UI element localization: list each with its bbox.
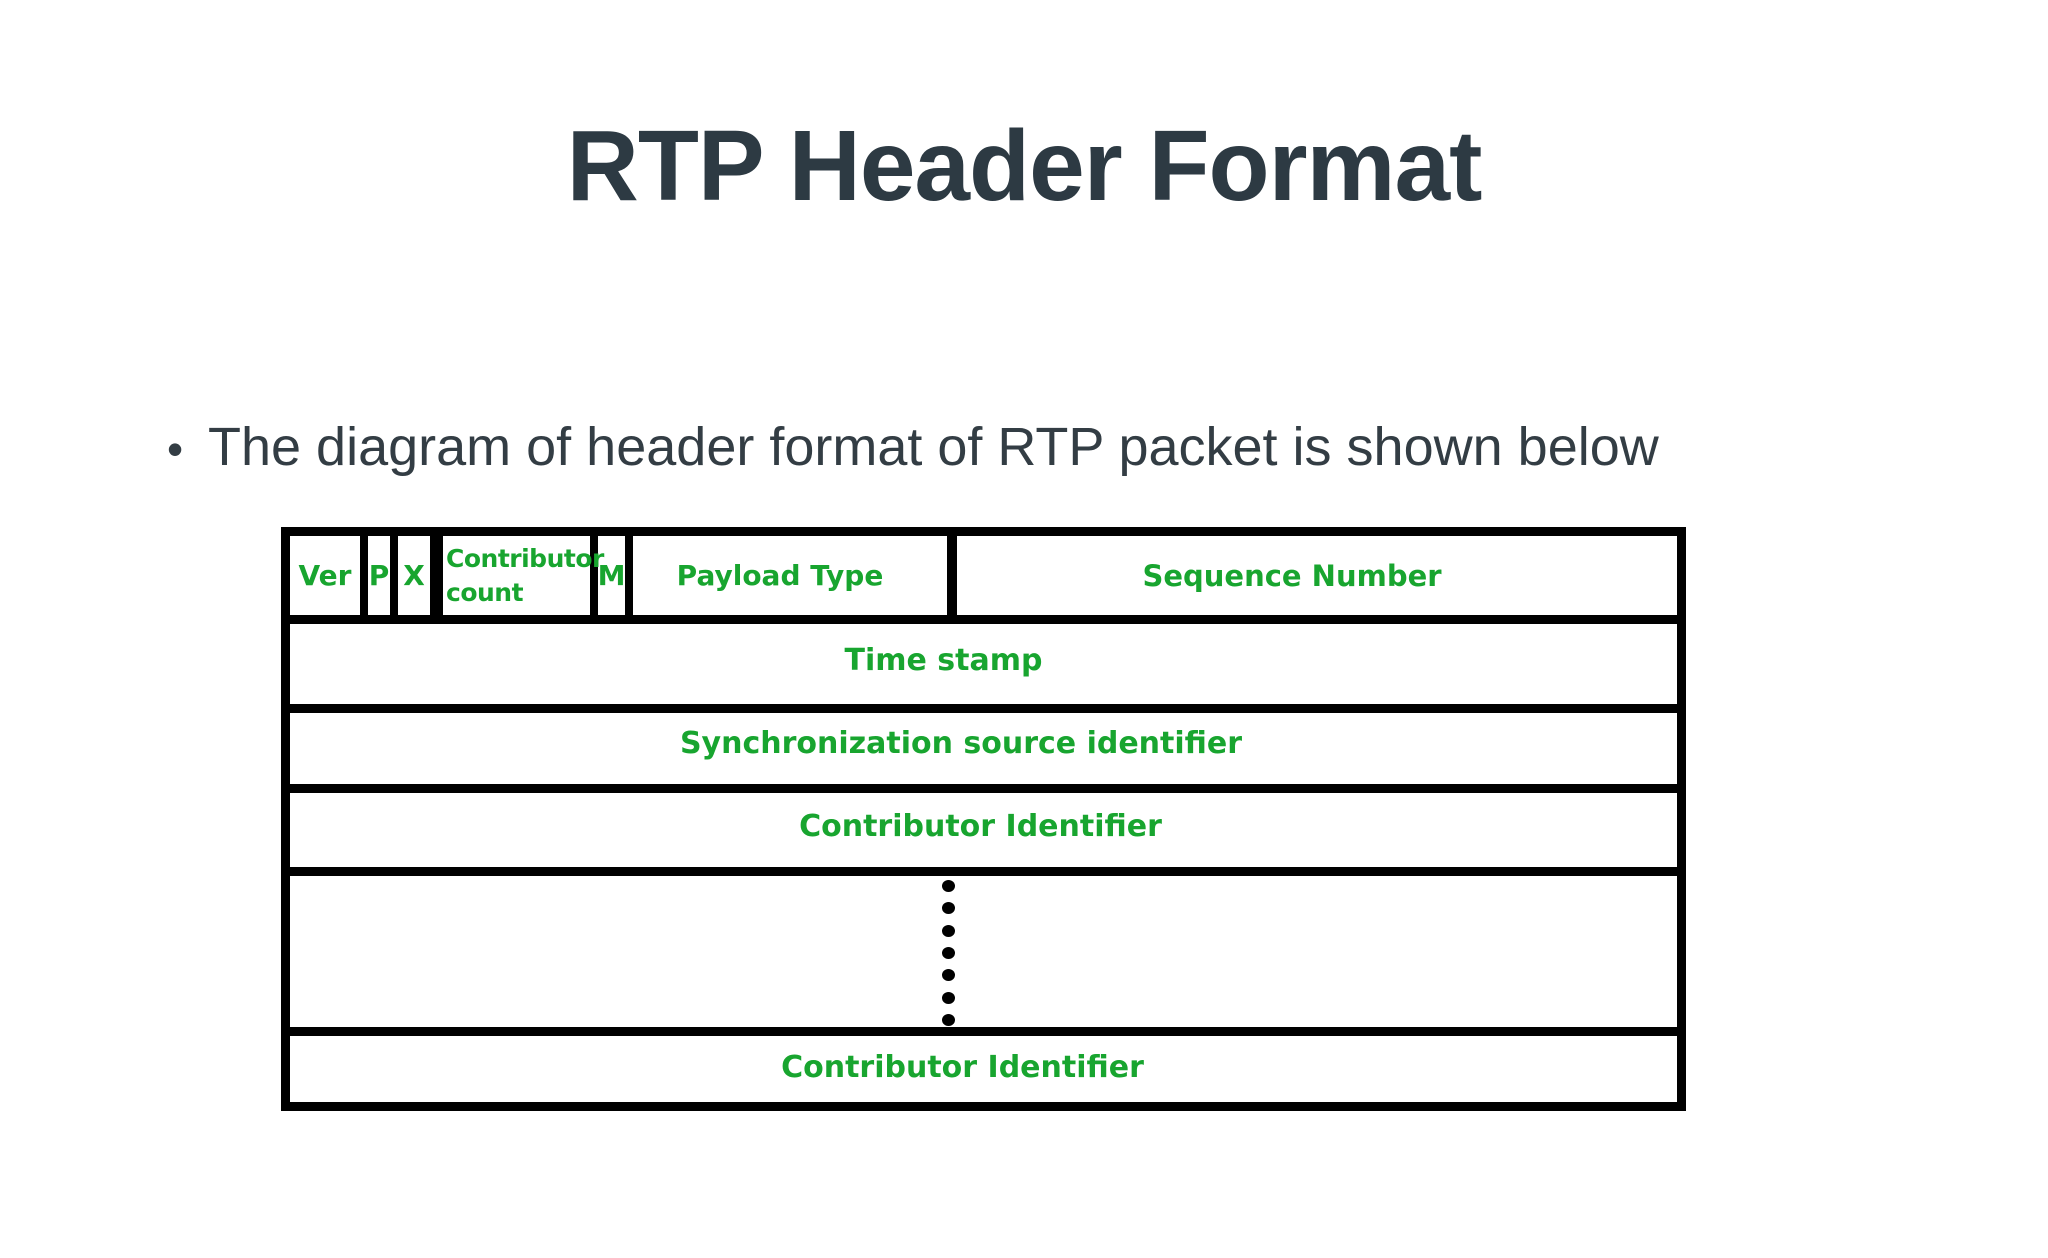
row-sync-source-identifier: Synchronization source identifier [290, 704, 1677, 784]
row-ellipsis [290, 867, 1677, 1027]
field-p: P [368, 536, 398, 615]
row-contributor-identifier-1-label: Contributor Identifier [799, 808, 1162, 844]
field-x: X [398, 536, 443, 615]
field-contributor-count: Contributor count [443, 536, 604, 615]
row-contributor-identifier-2: Contributor Identifier [290, 1027, 1677, 1102]
bullet-marker: • [166, 423, 184, 475]
field-m: M [598, 536, 633, 615]
slide: RTP Header Format • The diagram of heade… [0, 106, 2048, 1111]
field-payload-type: Payload Type [633, 536, 957, 615]
row-contributor-identifier-2-label: Contributor Identifier [781, 1049, 1144, 1085]
field-contributor-count-label: Contributor count [446, 543, 604, 607]
bullet-text: The diagram of header format of RTP pack… [208, 417, 1659, 477]
page-title: RTP Header Format [566, 110, 1483, 222]
row-time-stamp-label: Time stamp [844, 642, 1043, 678]
field-sequence-number: Sequence Number [1142, 558, 1442, 593]
rtp-header-diagram: Ver P X Contributor count M Payload Type… [281, 527, 1686, 1111]
diagram-header-row: Ver P X Contributor count M Payload Type… [290, 536, 1677, 615]
bullet-line: • The diagram of header format of RTP pa… [142, 414, 1659, 482]
row-sync-source-identifier-label: Synchronization source identifier [679, 726, 1243, 761]
row-contributor-identifier-1: Contributor Identifier [290, 784, 1677, 867]
vertical-ellipsis-icon [942, 880, 955, 1026]
row-time-stamp: Time stamp [290, 615, 1677, 704]
field-ver: Ver [290, 536, 368, 615]
